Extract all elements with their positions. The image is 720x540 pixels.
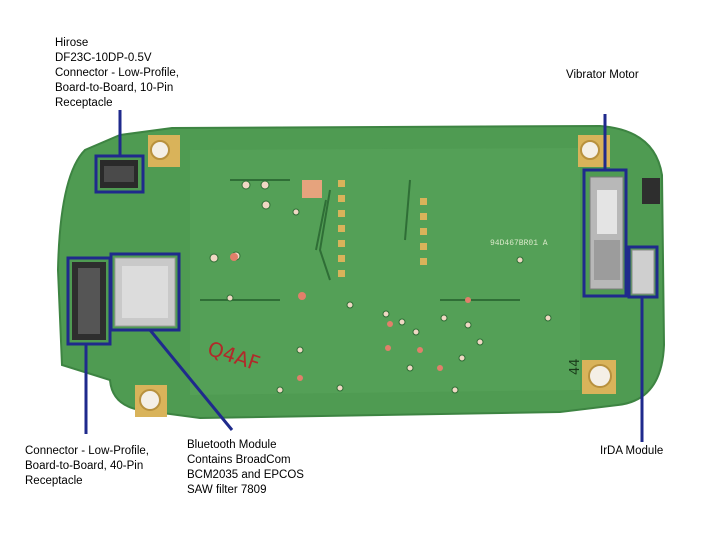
mounting-hole (148, 135, 180, 167)
copper-pad (302, 180, 322, 198)
pad-column (338, 180, 427, 277)
label-irda-line: IrDA Module (600, 445, 664, 457)
label-bluetooth-line: Bluetooth Module (187, 439, 277, 451)
via-dots (209, 180, 552, 394)
hirose-connector-part (100, 160, 138, 188)
mounting-hole (582, 360, 616, 394)
pcb-board-shade (190, 148, 580, 395)
label-hirose: Hirose DF23C-10DP-0.5V Connector - Low-P… (55, 36, 179, 111)
label-hirose-line: Board-to-Board, 10-Pin (55, 82, 174, 94)
vibrator-motor-part (589, 176, 624, 290)
label-connector-40-pin: Connector - Low-Profile, Board-to-Board,… (25, 444, 149, 489)
label-hirose-line: Receptacle (55, 97, 113, 109)
red-vias (230, 253, 471, 381)
label-connector-line: Connector - Low-Profile, (25, 445, 149, 457)
bluetooth-module-part (114, 257, 176, 327)
audio-jack-part (642, 178, 660, 204)
mounting-hole (135, 385, 167, 417)
bluetooth-callout-box (109, 252, 181, 332)
label-bluetooth-line: Contains BroadCom (187, 454, 291, 466)
circuit-traces (200, 179, 520, 301)
label-bluetooth-line: BCM2035 and EPCOS (187, 469, 304, 481)
label-vibrator-motor: Vibrator Motor (566, 68, 639, 83)
connector-40-pin-part (72, 262, 106, 340)
label-bluetooth-module: Bluetooth Module Contains BroadCom BCM20… (187, 438, 304, 498)
label-hirose-line: DF23C-10DP-0.5V (55, 52, 152, 64)
label-connector-line: Receptacle (25, 475, 83, 487)
bluetooth-callout-line (148, 329, 234, 431)
label-bluetooth-line: SAW filter 7809 (187, 484, 267, 496)
label-irda-module: IrDA Module (600, 444, 663, 459)
board-number: 44 (568, 358, 583, 375)
callout-lines (84, 110, 644, 442)
label-connector-line: Board-to-Board, 40-Pin (25, 460, 144, 472)
label-hirose-line: Hirose (55, 37, 89, 49)
label-vibrator-line: Vibrator Motor (566, 69, 639, 81)
irda-module-part (631, 249, 655, 295)
label-hirose-line: Connector - Low-Profile, (55, 67, 179, 79)
board-code-text: 94D467BR01 A (490, 239, 548, 248)
